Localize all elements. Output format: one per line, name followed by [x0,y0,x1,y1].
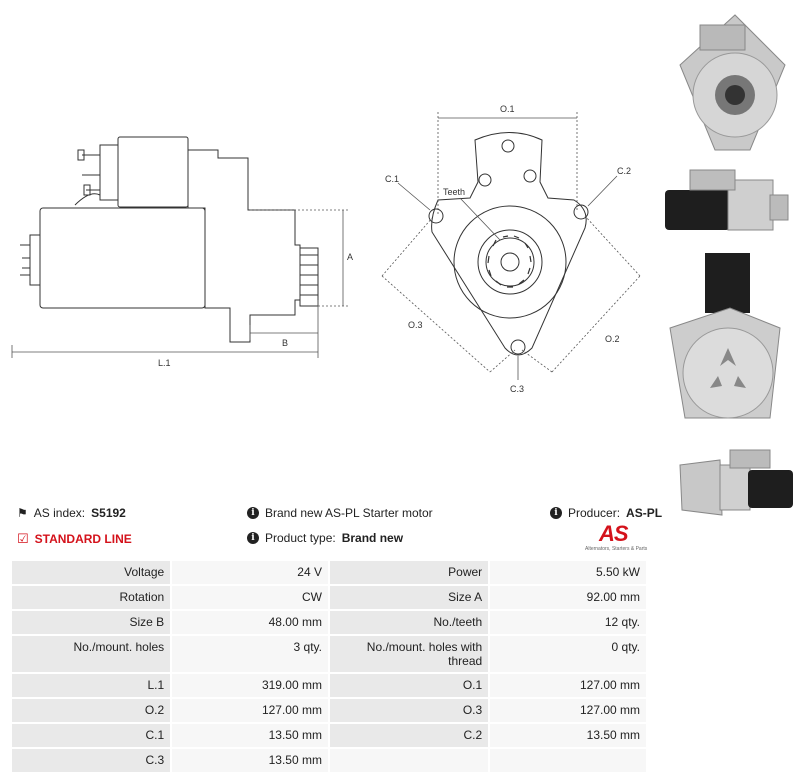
logo-tagline: Alternators, Starters & Parts [585,546,648,552]
checkbox-icon: ☑ [17,531,29,546]
product-photo-rear[interactable] [660,248,800,438]
product-photo-angled[interactable] [660,445,800,525]
logo-text: AS [599,521,629,546]
product-type: i Product type: Brand new [247,531,403,545]
as-index-label: AS index: [33,506,86,520]
dim-label-c2: C.2 [617,166,631,176]
dim-label-a: A [347,252,353,262]
dim-label-teeth: Teeth [443,187,465,197]
dim-label-b: B [282,338,288,348]
dim-label-c3: C.3 [510,384,524,394]
info-icon: i [247,507,259,519]
info-icon: i [550,507,562,519]
dim-label-o2: O.2 [605,334,620,344]
product-type-label: Product type: [265,531,336,545]
product-description: i Brand new AS-PL Starter motor [247,506,433,520]
flange-hole-c2 [573,204,589,220]
product-type-value: Brand new [341,531,404,545]
producer: i Producer: AS-PL [550,506,662,520]
technical-drawing: L.1 B A O.1 C.1 C.2 Teeth O.3 O.2 C.3 [11,104,641,394]
product-photo-front[interactable] [660,5,800,155]
info-icon: i [247,532,259,544]
as-index-value: S5192 [91,506,126,520]
housing-outer-circle [453,205,567,319]
motor-body-outline [39,207,206,309]
flange-hole-c1 [428,208,444,224]
tag-icon: ⚑ [17,506,28,520]
as-index: ⚑ AS index: S5192 [17,506,126,520]
producer-value: AS-PL [626,506,663,520]
motor-endcap [29,234,41,286]
pinion-outline [299,247,319,307]
flange-hole-c3 [510,339,526,355]
producer-label: Producer: [568,506,621,520]
description-text: Brand new AS-PL Starter motor [265,506,433,520]
dim-label-o1: O.1 [500,104,515,114]
standard-line-badge: ☑ STANDARD LINE [17,531,132,547]
flange-outline [431,132,587,356]
drive-housing-outline [187,149,301,343]
product-photo-side[interactable] [660,165,800,240]
dim-label-c1: C.1 [385,174,399,184]
solenoid-outline [117,136,189,208]
standard-line-label: STANDARD LINE [34,532,132,546]
dim-label-o3: O.3 [408,320,423,330]
as-pl-logo: AS Alternators, Starters & Parts [585,521,650,554]
dim-label-l1: L.1 [158,358,171,368]
